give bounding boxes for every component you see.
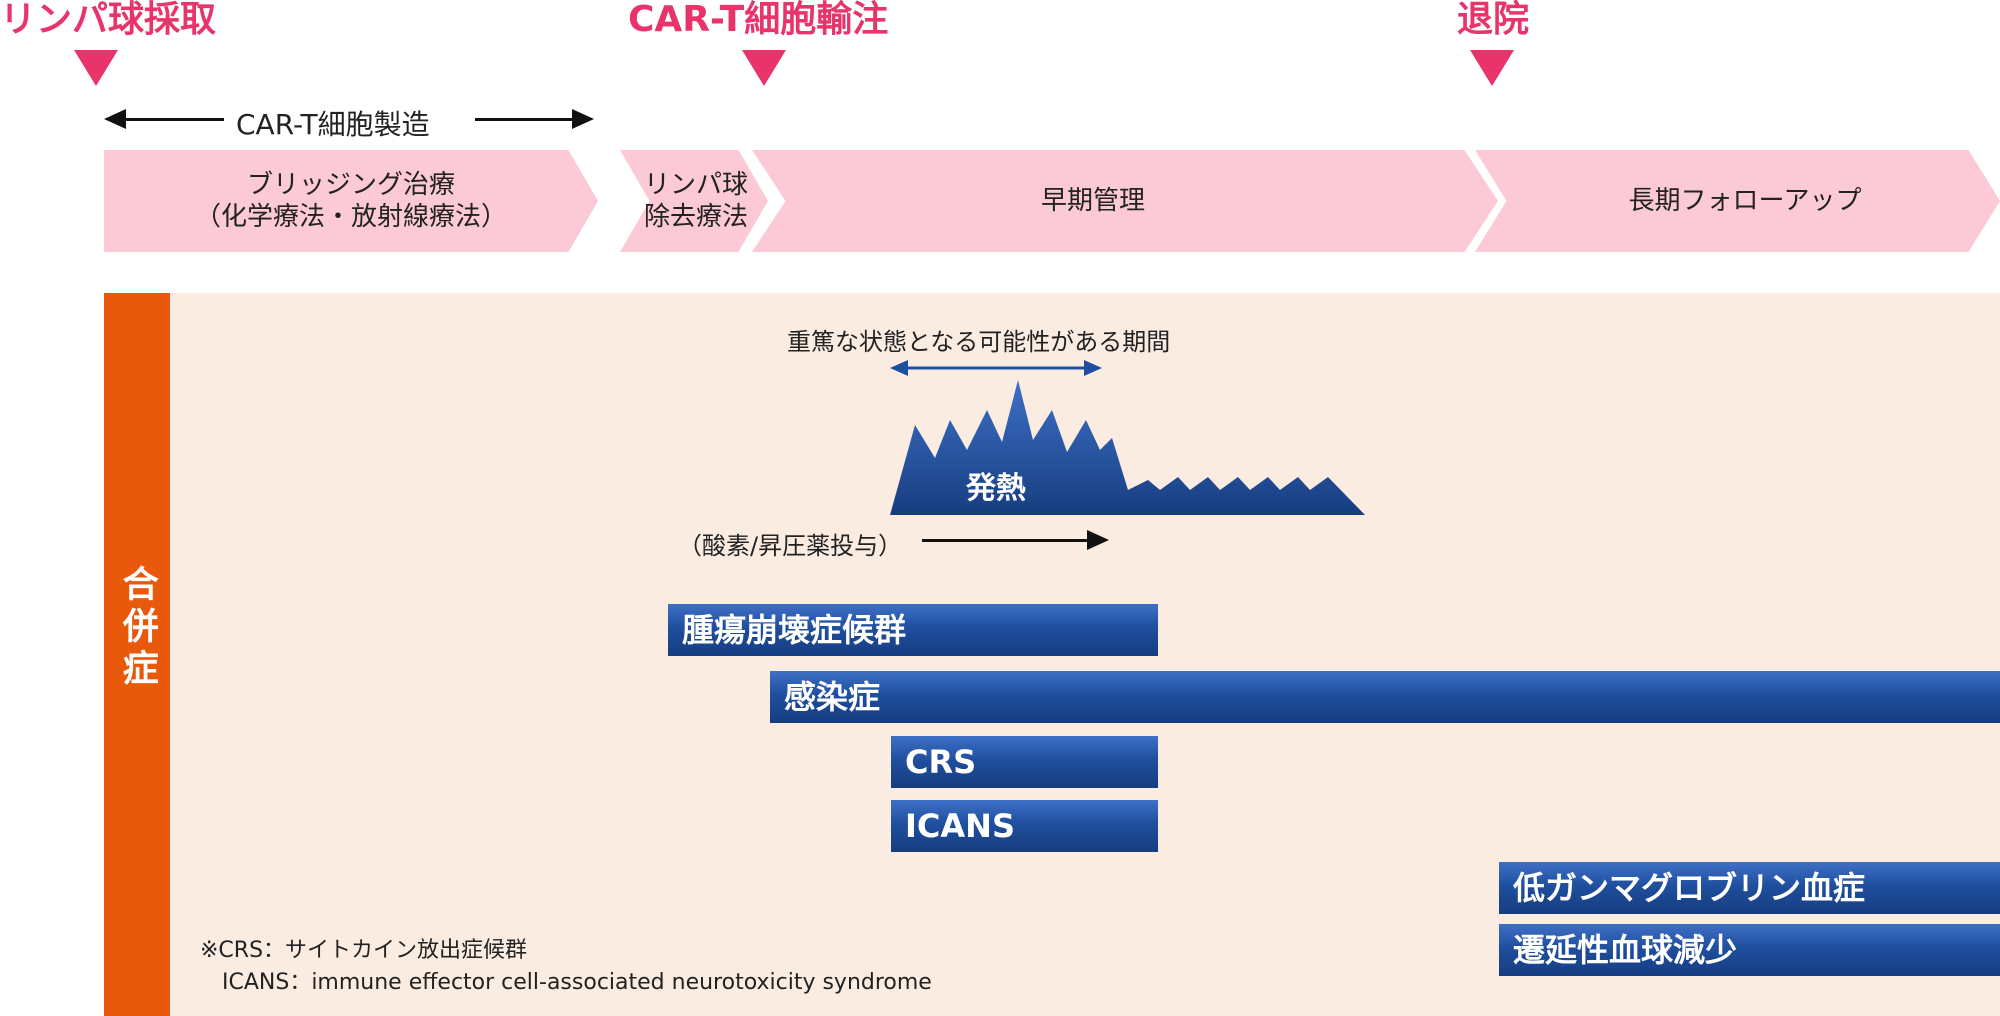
footnote: ※CRS：サイトカイン放出症候群 ICANS：immune effector c…	[200, 935, 932, 999]
fever-label: 発熱	[966, 471, 1026, 506]
phase-long-term-label: 長期フォローアップ	[1500, 150, 1990, 252]
complications-side-bar	[104, 293, 170, 1016]
phase-bridging-line1: ブリッジング治療	[246, 169, 455, 200]
fever-curve	[890, 380, 1365, 515]
milestone-marker-icon	[1470, 50, 1514, 86]
complication-bar-cytopenia: 遷延性血球減少	[1499, 924, 2000, 976]
milestone-lymphocyte-collection: リンパ球採取	[0, 0, 217, 40]
complication-bar-infection: 感染症	[770, 671, 2000, 723]
footnote-crs: ※CRS：サイトカイン放出症候群	[200, 938, 528, 963]
phase-bridging-line2: （化学療法・放射線療法）	[194, 202, 507, 232]
phase-lymphodepletion-line1: リンパ球	[643, 169, 748, 200]
phase-band-long-term-follow-up	[1475, 150, 2000, 252]
oxygen-arrow-line	[922, 539, 1090, 542]
footnote-icans: ICANS：immune effector cell-associated ne…	[222, 969, 932, 995]
complication-bar-hypogammaglobulinemia: 低ガンマグロブリン血症	[1499, 862, 2000, 914]
phase-bridging-label: ブリッジング治療 （化学療法・放射線療法）	[104, 150, 598, 252]
phase-band-early-management	[752, 150, 1498, 252]
complication-bar-icans: ICANS	[891, 800, 1158, 852]
milestone-marker-icon	[74, 50, 118, 86]
phase-band-bridging	[104, 150, 598, 252]
oxygen-vasopressor-label: （酸素/昇圧薬投与）	[678, 532, 903, 560]
manufacturing-arrow-line	[475, 118, 575, 121]
severe-period-label: 重篤な状態となる可能性がある期間	[787, 328, 1171, 356]
arrow-right-icon	[572, 109, 594, 129]
complication-bar-tumor-lysis: 腫瘍崩壊症候群	[668, 604, 1158, 656]
arrow-left-icon	[104, 109, 126, 129]
milestone-discharge: 退院	[1457, 0, 1530, 40]
complication-bar-crs: CRS	[891, 736, 1158, 788]
phase-long-term-line1: 長期フォローアップ	[1628, 185, 1862, 216]
phase-early-management-line1: 早期管理	[1040, 185, 1145, 216]
milestone-marker-icon	[742, 50, 786, 86]
manufacturing-arrow-line	[124, 118, 224, 121]
milestone-car-t-infusion: CAR-T細胞輸注	[628, 0, 889, 40]
complications-label: 合併症	[104, 565, 170, 691]
complications-label-text: 合併症	[116, 565, 158, 691]
manufacturing-label: CAR-T細胞製造	[236, 108, 430, 141]
phase-lymphodepletion-line2: 除去療法	[643, 202, 748, 232]
severe-period-arrow	[890, 360, 1102, 376]
phase-early-management-label: 早期管理	[752, 150, 1434, 252]
arrow-right-icon	[1087, 530, 1109, 550]
phase-lymphodepletion-label: リンパ球 除去療法	[626, 150, 766, 252]
